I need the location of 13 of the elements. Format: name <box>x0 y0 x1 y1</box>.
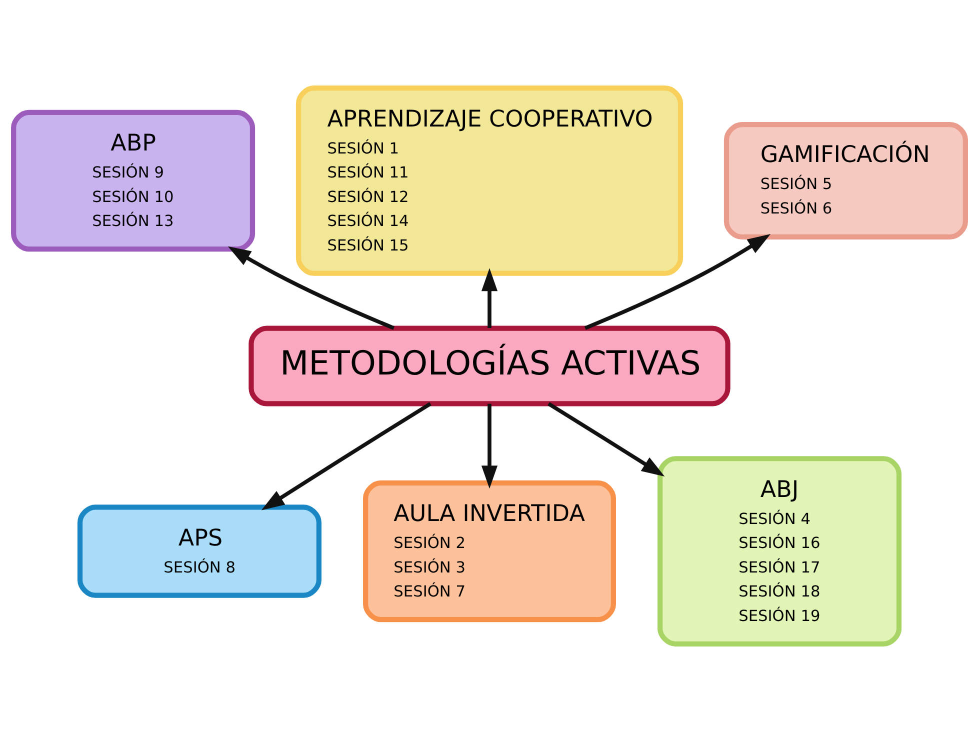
node-box: APRENDIZAJE COOPERATIVO SESIÓN 1 SESIÓN 11 SESIÓN 12 SESIÓN 14 SESIÓN 15 <box>296 85 684 276</box>
node-box: GAMIFICACIÓN SESIÓN 5 SESIÓN 6 <box>724 121 968 240</box>
node-box: ABJ SESIÓN 4 SESIÓN 16 SESIÓN 17 SESIÓN 18 SESIÓN 19 <box>658 456 902 646</box>
node-box: APS SESIÓN 8 <box>77 504 322 598</box>
arrow <box>228 246 395 330</box>
node-box: AULA INVERTIDA SESIÓN 2 SESIÓN 3 SESIÓN 7 <box>363 480 616 622</box>
arrow <box>481 268 498 328</box>
arrow <box>261 402 432 510</box>
arrow <box>548 402 665 476</box>
node-box: METODOLOGÍAS ACTIVAS <box>248 325 730 406</box>
arrow <box>584 234 771 330</box>
node-box: ABP SESIÓN 9 SESIÓN 10 SESIÓN 13 <box>11 109 256 252</box>
arrow <box>481 403 498 488</box>
